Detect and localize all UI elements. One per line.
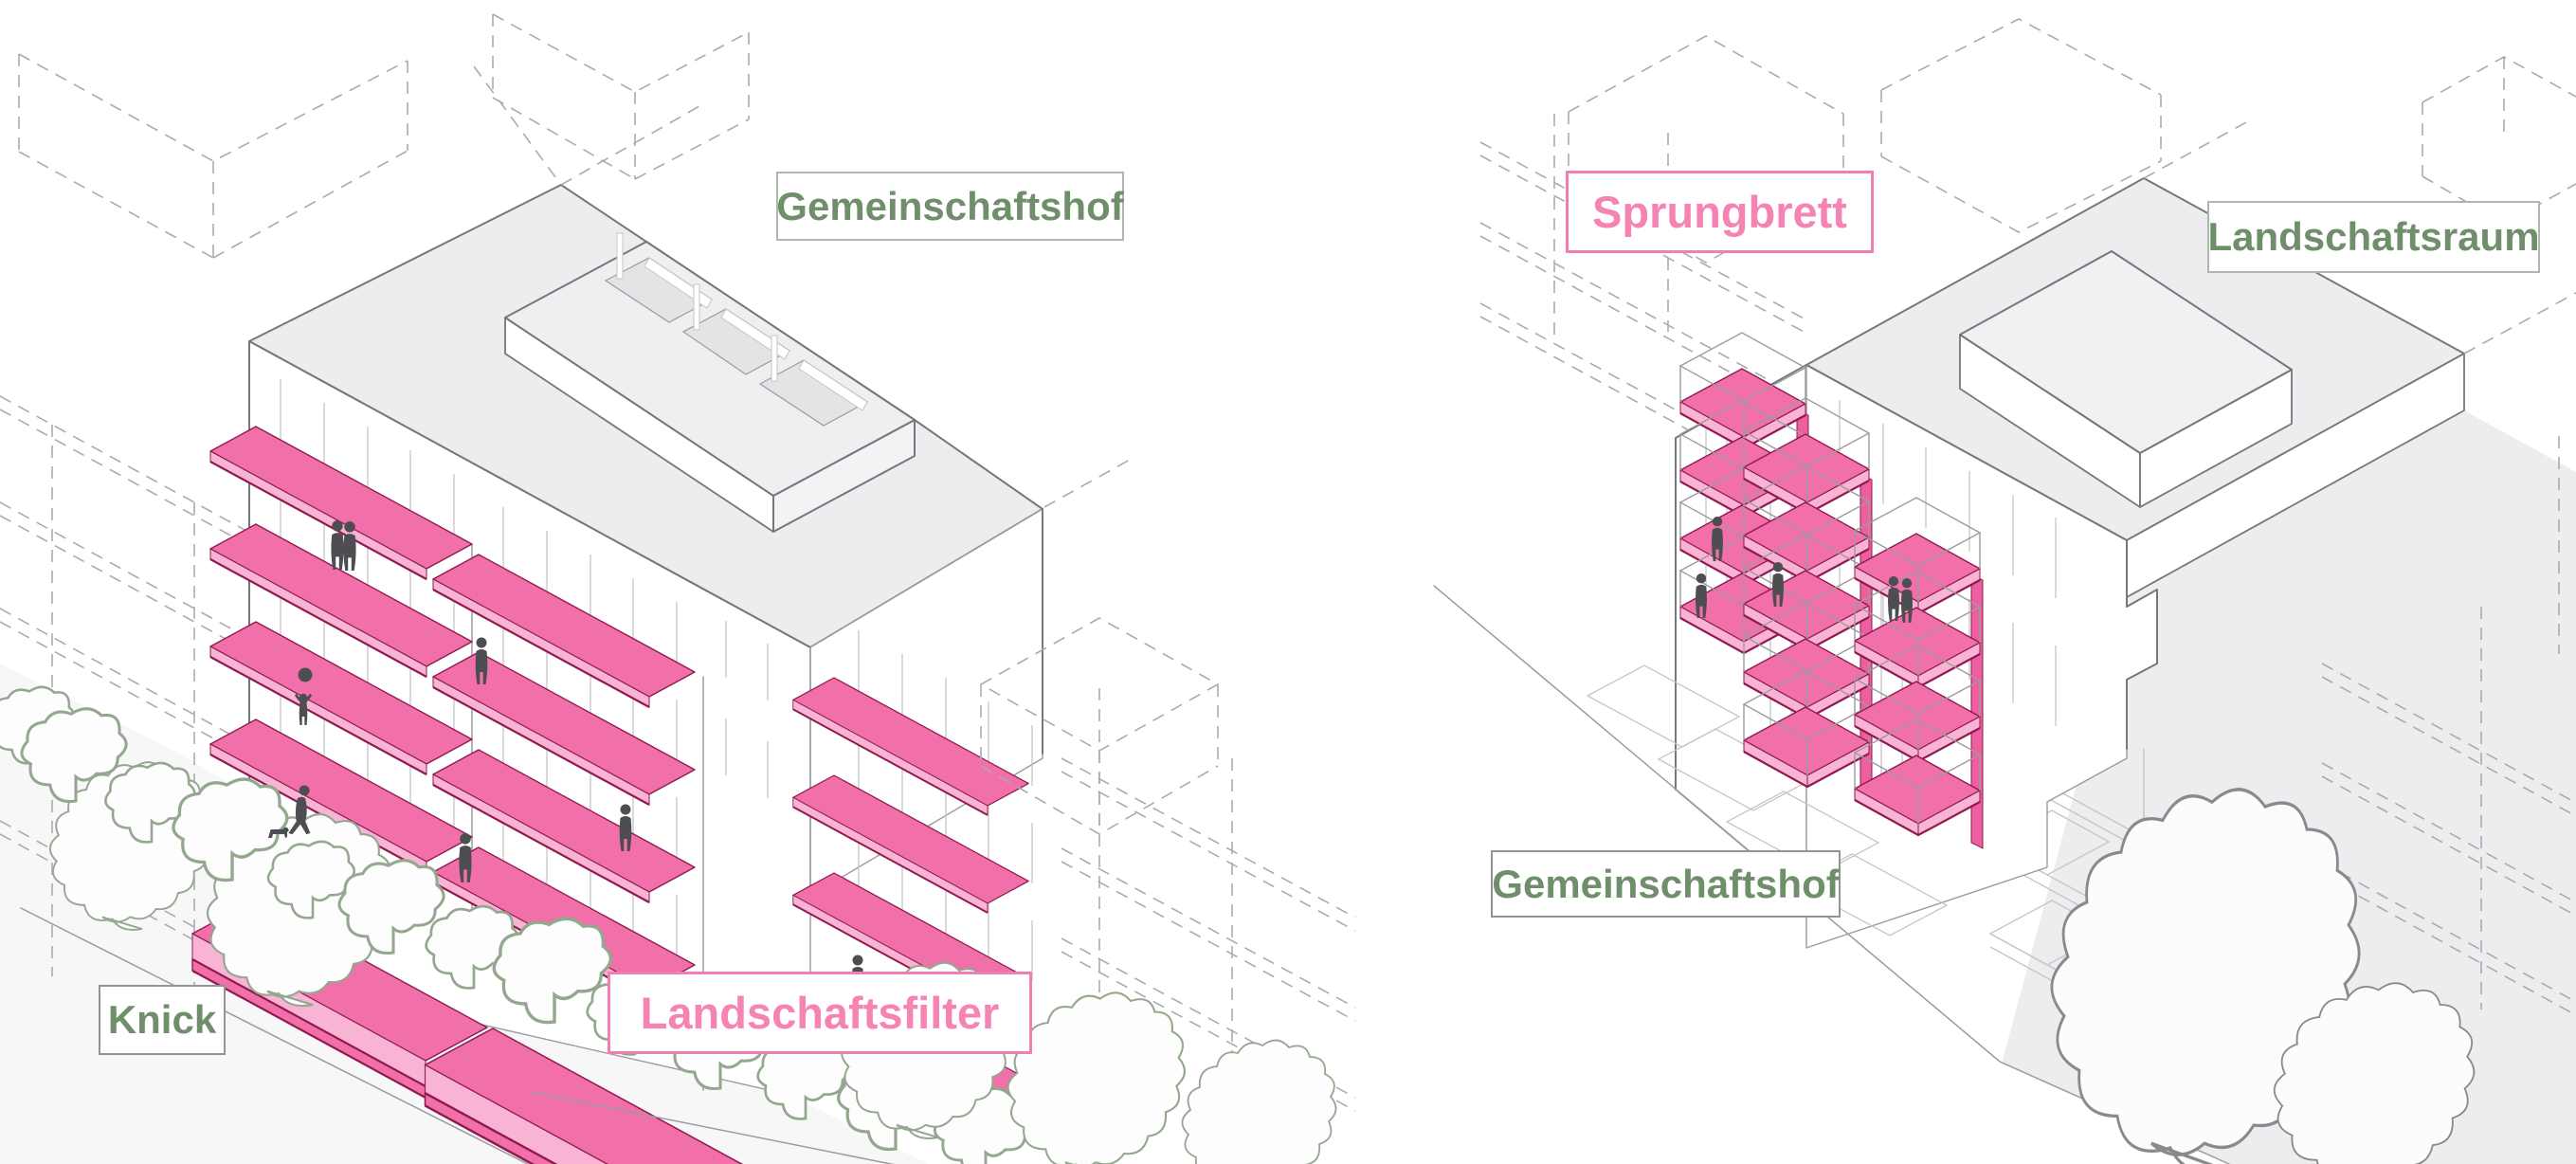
ball-icon <box>298 667 313 682</box>
label-landschaftsraum: Landschaftsraum <box>2207 201 2540 273</box>
label-landschaftsfilter: Landschaftsfilter <box>608 972 1032 1054</box>
context-building-dashed-topleft <box>18 13 750 259</box>
people-left <box>268 520 864 1002</box>
left-diagram <box>0 13 1356 1164</box>
right-diagram <box>1433 18 2576 1164</box>
rooftop-volume-right <box>1959 250 2293 508</box>
context-building-dashed-topleft-right <box>1479 18 2162 495</box>
label-gemeinschaftshof-right: Gemeinschaftshof <box>1491 850 1841 918</box>
context-building-dashed-right <box>980 617 1356 1112</box>
ground-edge <box>20 907 895 1164</box>
label-knick: Knick <box>99 985 226 1055</box>
label-sprungbrett: Sprungbrett <box>1566 171 1874 253</box>
label-gemeinschaftshof-left: Gemeinschaftshof <box>776 172 1124 241</box>
rooftop-volume-left <box>504 232 916 533</box>
context-building-dashed-topright <box>2422 56 2576 225</box>
